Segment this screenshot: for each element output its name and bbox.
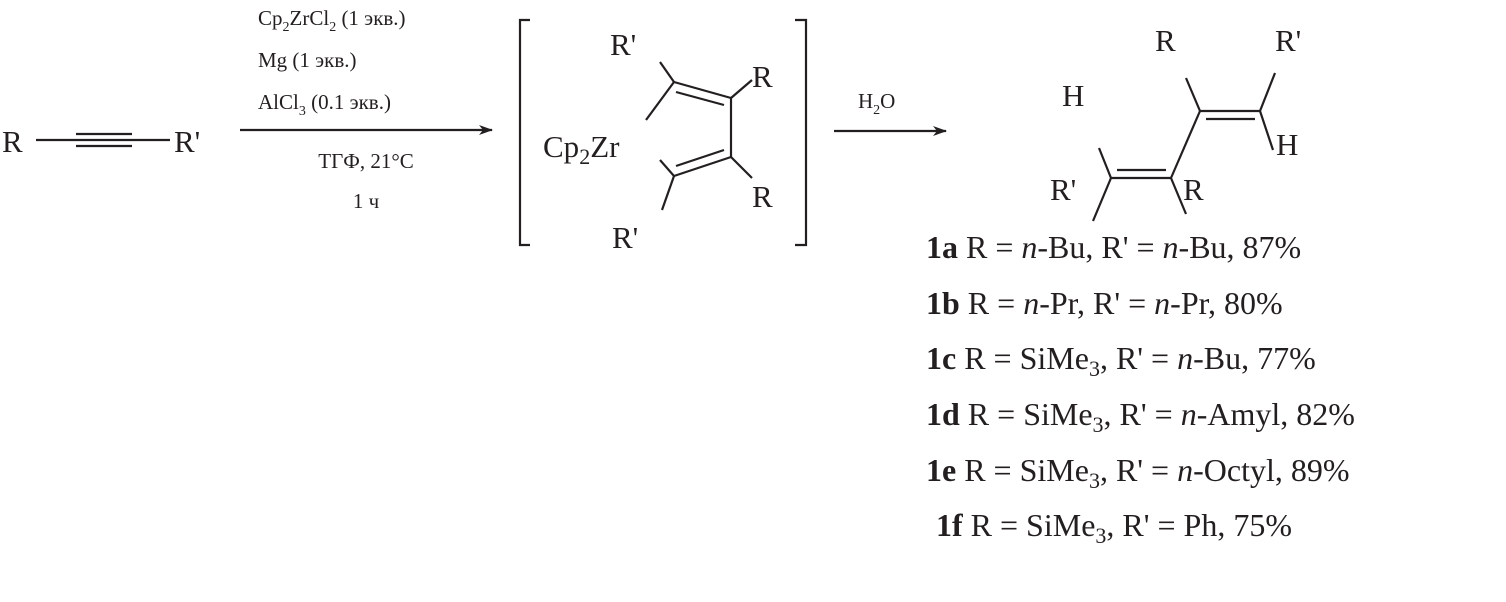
intermediate-r-top: R <box>752 59 773 94</box>
reagent-water: H2O <box>858 89 895 118</box>
reaction-conditions: Cp2ZrCl2 (1 экв.) Mg (1 экв.) AlCl3 (0.1… <box>240 6 493 213</box>
result-row-1e: 1e R = SiMe3, R' = n-Octyl, 89% <box>926 452 1350 493</box>
reactant-r-prime-label: R' <box>174 124 200 159</box>
condition-alcl3: AlCl3 (0.1 экв.) <box>258 90 391 119</box>
product-h-right: H <box>1276 127 1298 162</box>
result-row-1a: 1a R = n-Bu, R' = n-Bu, 87% <box>926 229 1301 265</box>
condition-cp2zrcl2: Cp2ZrCl2 (1 экв.) <box>258 6 406 35</box>
product-r-bottom: R <box>1183 172 1204 207</box>
product-r-top: R <box>1155 23 1176 58</box>
product-diene: H R R' H R' R <box>1050 23 1301 222</box>
result-row-1d: 1d R = SiMe3, R' = n-Amyl, 82% <box>926 396 1355 437</box>
result-row-1b: 1b R = n-Pr, R' = n-Pr, 80% <box>926 285 1283 321</box>
results-list: 1a R = n-Bu, R' = n-Bu, 87% 1b R = n-Pr,… <box>926 229 1355 548</box>
intermediate-r-prime-bottom: R' <box>612 220 638 255</box>
reactant-alkyne: R R' <box>2 124 200 159</box>
result-row-1f: 1f R = SiMe3, R' = Ph, 75% <box>936 507 1292 548</box>
condition-mg: Mg (1 экв.) <box>258 48 357 72</box>
intermediate-cp2zr: Cp2Zr <box>543 129 620 169</box>
condition-time: 1 ч <box>353 189 380 213</box>
intermediate-r-bottom: R <box>752 179 773 214</box>
product-r-prime-top: R' <box>1275 23 1301 58</box>
reactant-r-label: R <box>2 124 23 159</box>
product-r-prime-bottom: R' <box>1050 172 1076 207</box>
intermediate-r-prime-top: R' <box>610 27 636 62</box>
condition-solvent-temp: ТГФ, 21°C <box>318 149 413 173</box>
zirconacyclopentadiene-intermediate: R' R Cp2Zr R R' <box>518 18 808 255</box>
result-row-1c: 1c R = SiMe3, R' = n-Bu, 77% <box>926 340 1316 381</box>
product-h-left: H <box>1062 78 1084 113</box>
hydrolysis-step: H2O <box>834 89 947 136</box>
